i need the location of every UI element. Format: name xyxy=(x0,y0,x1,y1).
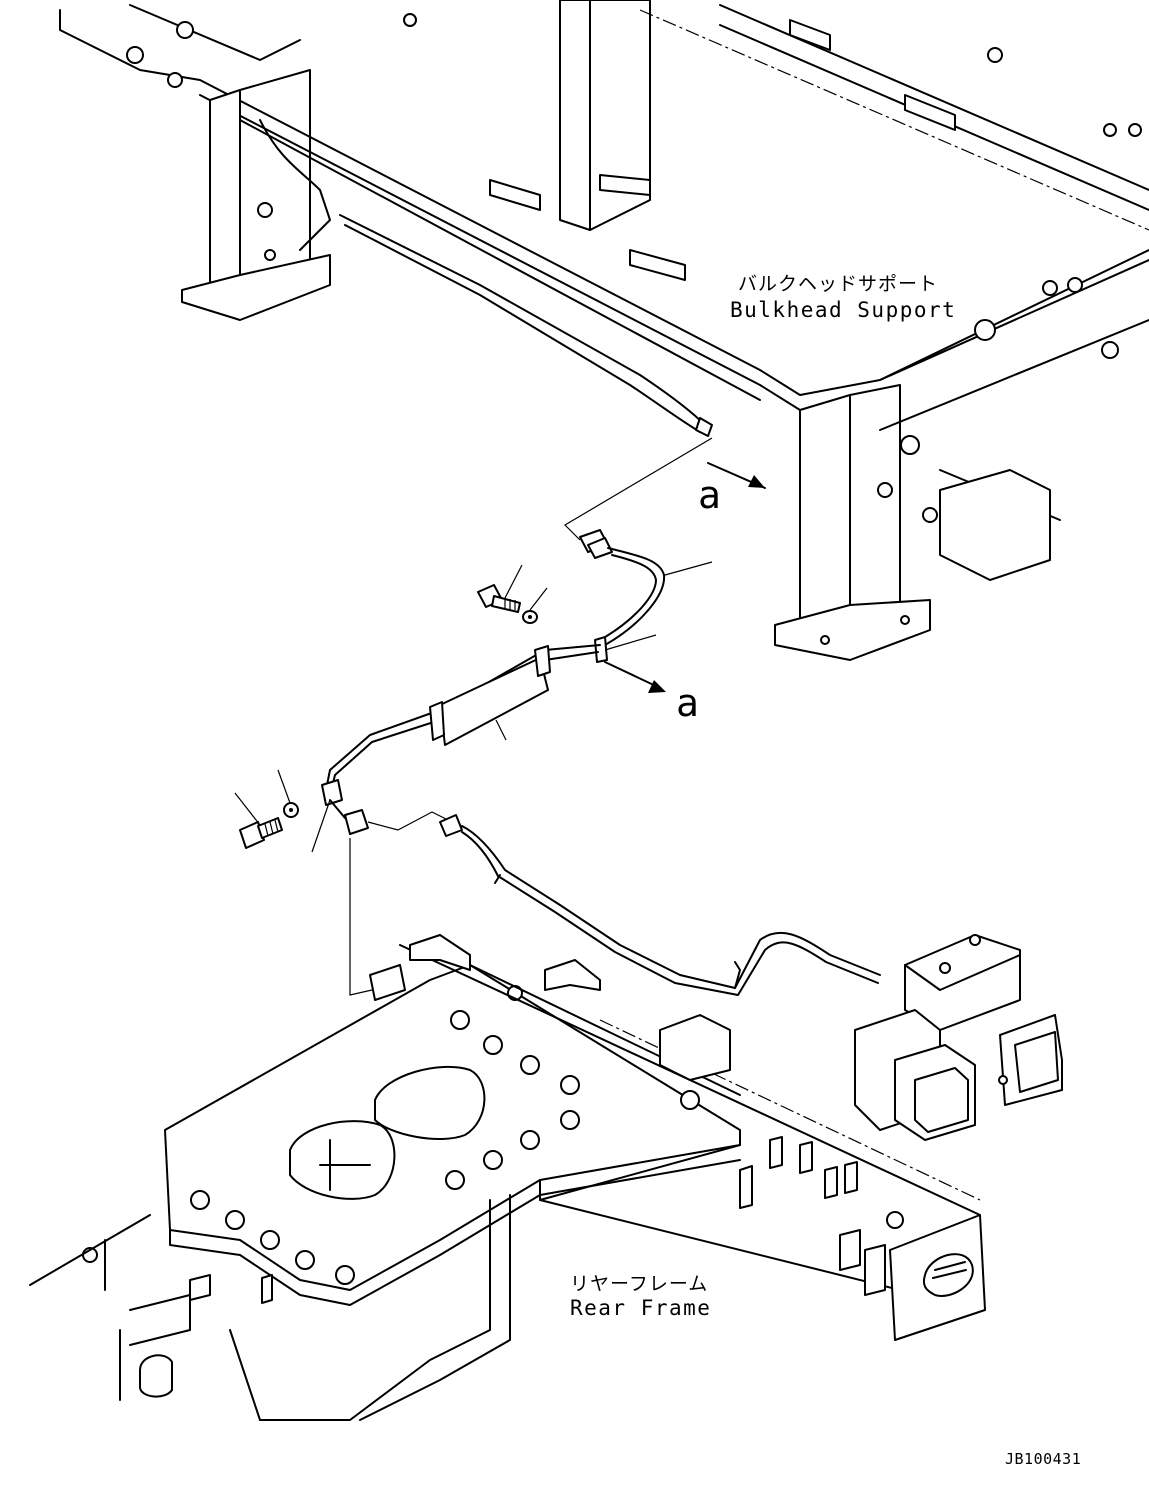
rear-frame xyxy=(29,934,986,1421)
lamp-cable xyxy=(439,814,881,996)
clamp-icon xyxy=(429,701,445,741)
drawing-id: JB100431 xyxy=(1005,1450,1081,1468)
rear-frame-label-jp: リヤーフレーム xyxy=(570,1273,708,1295)
bulkhead-label-en: Bulkhead Support xyxy=(730,298,956,322)
bulkhead-label-jp: バルクヘッドサポート xyxy=(738,273,938,295)
bulkhead-support-frame xyxy=(59,0,1149,661)
clamp-icon xyxy=(321,779,343,806)
washer-icon xyxy=(522,587,548,624)
harness-assembly xyxy=(311,529,713,853)
bolt-icon xyxy=(477,564,523,613)
work-lamp-icon xyxy=(854,934,1063,1141)
washer-icon xyxy=(277,769,299,818)
bolt-icon xyxy=(234,792,283,849)
rear-frame-label: リヤーフレーム Rear Frame xyxy=(570,1273,711,1320)
connector-icon xyxy=(344,809,369,835)
clamp-icon xyxy=(594,636,608,663)
view-ref-lower: a xyxy=(676,681,699,725)
clamp-icon xyxy=(534,645,551,677)
rear-frame-label-en: Rear Frame xyxy=(570,1296,711,1320)
bulkhead-label: バルクヘッドサポート Bulkhead Support xyxy=(730,273,956,322)
view-ref-upper: a xyxy=(698,473,721,517)
